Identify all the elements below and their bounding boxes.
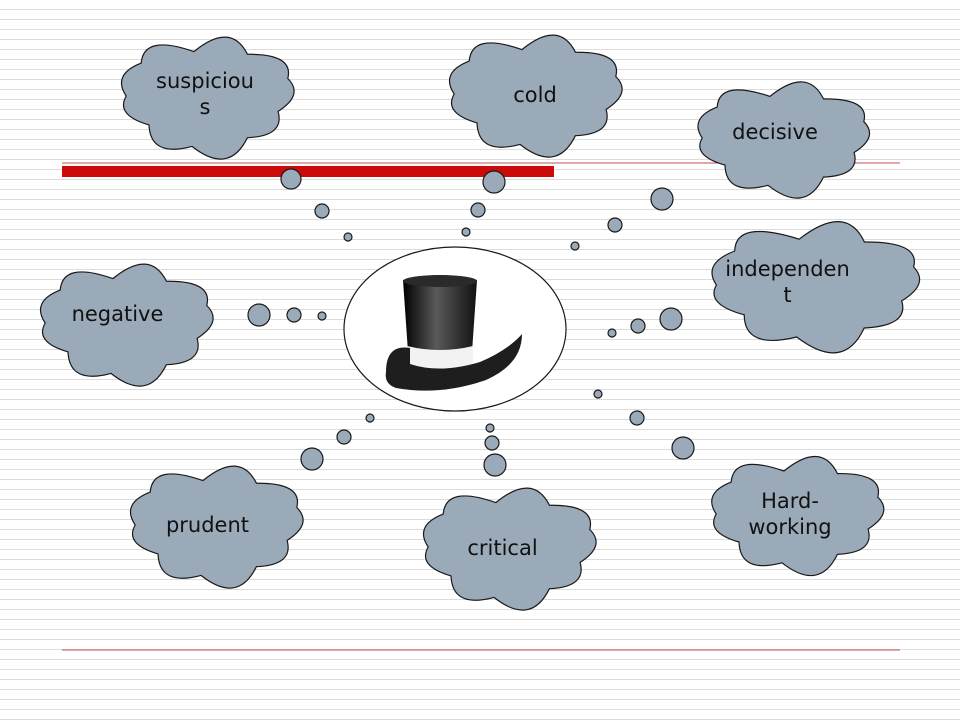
thought-bubble-dot	[286, 307, 302, 323]
thought-bubble-dot	[317, 311, 327, 321]
thought-bubble-dot	[336, 429, 352, 445]
thought-bubble-dot	[247, 303, 271, 327]
thought-cloud-critical	[422, 487, 597, 611]
thought-bubble-dot	[483, 453, 507, 477]
thought-bubble-dot	[659, 307, 683, 331]
thought-bubble-dot	[484, 435, 500, 451]
thought-cloud-prudent	[129, 465, 304, 589]
thought-bubble-dot	[630, 318, 646, 334]
top-hat-icon	[385, 275, 522, 391]
thought-cloud-independent	[711, 221, 921, 354]
thought-bubble-dot	[650, 187, 674, 211]
thought-cloud-hard-working	[711, 455, 885, 577]
thought-cloud-suspicious	[120, 36, 295, 160]
thought-bubble-dot	[671, 436, 695, 460]
thought-bubble-dot	[607, 217, 623, 233]
thought-bubble-dot	[300, 447, 324, 471]
thought-bubble-dot	[314, 203, 330, 219]
thought-bubble-dot	[365, 413, 375, 423]
thought-bubble-dot	[280, 168, 302, 190]
thought-bubble-dot	[461, 227, 471, 237]
thought-bubble-dot	[482, 170, 506, 194]
center-hat-ellipse	[343, 246, 567, 412]
red-accent-bar	[62, 166, 554, 177]
thought-bubble-dot	[593, 389, 603, 399]
thought-bubble-dot	[485, 423, 495, 433]
thought-cloud-negative	[39, 263, 214, 387]
thought-bubble-dot	[629, 410, 645, 426]
thought-bubble-dot	[570, 241, 580, 251]
thought-cloud-decisive	[697, 81, 871, 199]
thought-bubble-dot	[343, 232, 353, 242]
thought-bubble-dot	[470, 202, 486, 218]
thought-cloud-cold	[448, 34, 623, 158]
thought-bubble-dot	[607, 328, 617, 338]
